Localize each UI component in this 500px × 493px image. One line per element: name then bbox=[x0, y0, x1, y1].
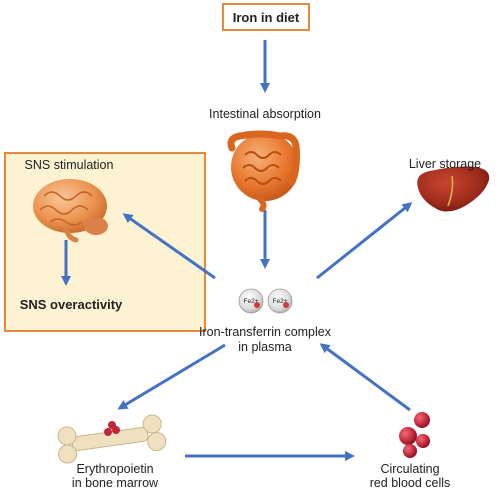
iron-transferrin-label-line2: in plasma bbox=[238, 340, 292, 354]
iron-transferrin-label-line1: Iron-transferrin complex bbox=[199, 325, 331, 339]
circulating-rbc-label-line2: red blood cells bbox=[369, 476, 451, 490]
arrows bbox=[61, 40, 413, 461]
arrow-complex-to-sns bbox=[122, 213, 216, 280]
iron-in-diet-node: Iron in diet bbox=[222, 3, 310, 31]
arrow-complex-to-bone bbox=[117, 343, 226, 410]
intestine-icon bbox=[227, 130, 300, 212]
red-blood-cells-icon bbox=[399, 412, 430, 458]
fe-label-left: Fe2+ bbox=[244, 298, 259, 305]
fe-label-right: Fe2+ bbox=[273, 298, 288, 305]
sns-overactivity-label: SNS overactivity bbox=[19, 297, 123, 312]
liver-storage-label: Liver storage bbox=[408, 157, 482, 171]
liver-icon bbox=[417, 166, 490, 212]
intestinal-absorption-label: Intestinal absorption bbox=[209, 107, 321, 121]
arrow-rbc-to-complex bbox=[319, 343, 411, 412]
arrow-complex-to-liver bbox=[316, 202, 413, 280]
erythropoietin-label-line2: in bone marrow bbox=[71, 476, 159, 490]
erythropoietin-label-line1: Erythropoietin bbox=[76, 462, 154, 476]
bone-icon bbox=[57, 414, 167, 464]
brain-icon bbox=[33, 179, 108, 243]
transferrin-icon: Fe2+ Fe2+ bbox=[238, 288, 293, 314]
sns-highlight-panel bbox=[4, 152, 206, 332]
circulating-rbc-label-line1: Circulating bbox=[380, 462, 440, 476]
sns-stimulation-label: SNS stimulation bbox=[24, 158, 114, 172]
